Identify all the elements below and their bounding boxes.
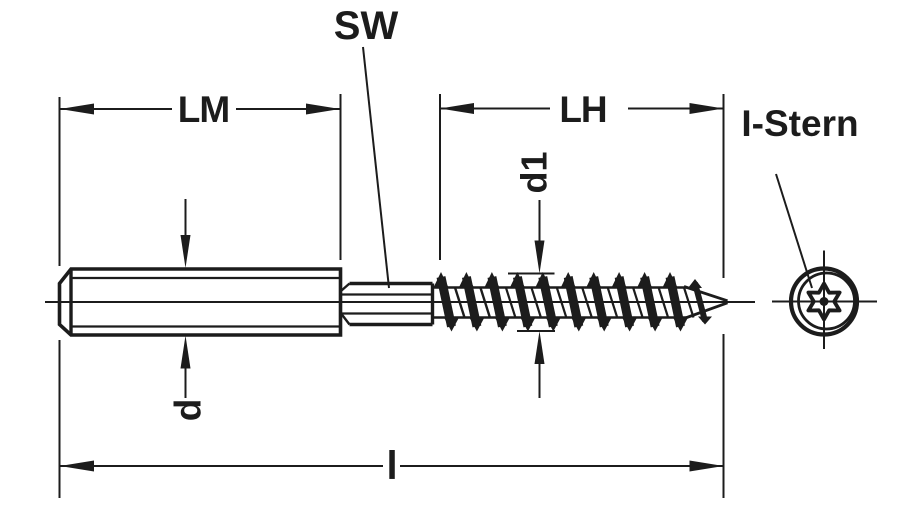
svg-text:LM: LM	[178, 89, 229, 130]
svg-text:d1: d1	[514, 151, 555, 193]
svg-text:I-Stern: I-Stern	[741, 103, 858, 144]
svg-text:SW: SW	[334, 4, 399, 48]
svg-text:d: d	[168, 399, 209, 422]
svg-text:l: l	[386, 444, 397, 488]
svg-text:LH: LH	[559, 89, 606, 130]
